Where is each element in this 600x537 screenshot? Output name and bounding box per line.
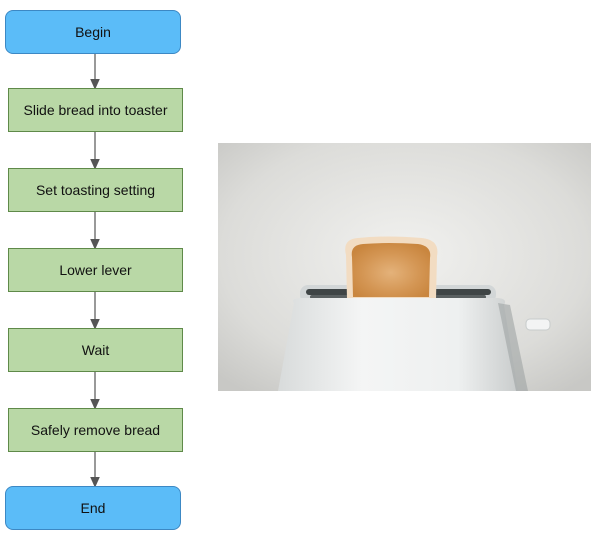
toaster-photo (218, 143, 591, 391)
step-node-label: Safely remove bread (31, 422, 160, 438)
start-node-label: Begin (75, 24, 111, 40)
toaster-lever (526, 319, 550, 330)
start-node: Begin (5, 10, 181, 54)
step-node-label: Slide bread into toaster (24, 102, 168, 118)
step-node-label: Wait (82, 342, 109, 358)
end-node: End (5, 486, 181, 530)
step-node-label: Lower lever (59, 262, 131, 278)
toaster-illustration (218, 143, 591, 391)
step-node-remove-bread: Safely remove bread (8, 408, 183, 452)
toast-surface (352, 243, 431, 297)
step-node-lower-lever: Lower lever (8, 248, 183, 292)
toaster-body (278, 298, 518, 391)
end-node-label: End (81, 500, 106, 516)
step-node-wait: Wait (8, 328, 183, 372)
step-node-slide-bread: Slide bread into toaster (8, 88, 183, 132)
step-node-set-setting: Set toasting setting (8, 168, 183, 212)
step-node-label: Set toasting setting (36, 182, 155, 198)
